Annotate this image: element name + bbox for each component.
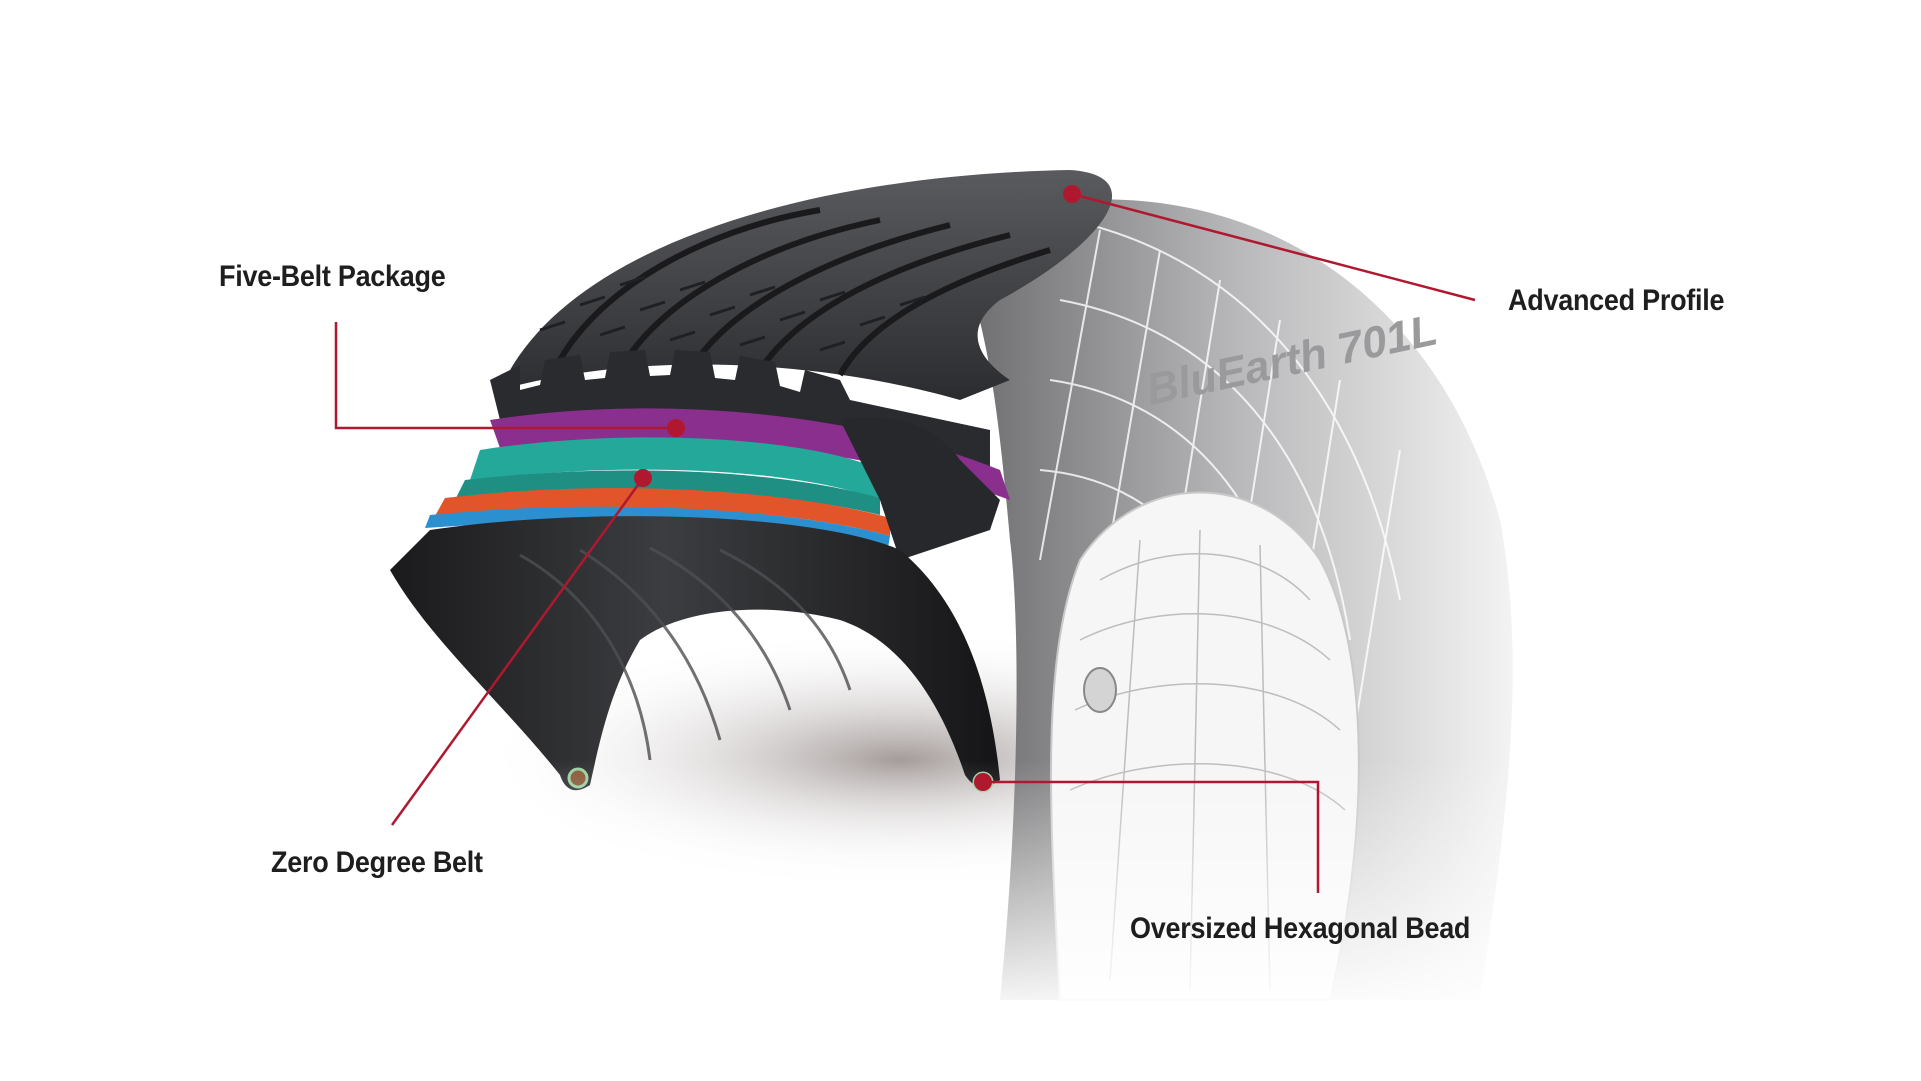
callout-dot-five-belt: [667, 419, 685, 437]
belt-teal-2: [455, 470, 880, 515]
callout-hex-bead: [983, 780, 1320, 893]
callout-dot-advanced-profile: [1063, 185, 1081, 203]
callout-dot-zero-degree: [634, 469, 652, 487]
callout-advanced-profile: [1071, 192, 1476, 302]
tire-inner-liner: [390, 516, 1000, 791]
label-zero-degree-belt: Zero Degree Belt: [271, 846, 483, 879]
callout-five-belt: [334, 322, 676, 430]
label-oversized-hexagonal-bead: Oversized Hexagonal Bead: [1130, 912, 1471, 945]
inner-liner-ribs: [519, 546, 852, 761]
valve-hole: [1083, 667, 1117, 713]
belt-purple: [490, 408, 1010, 500]
tire-tread: [500, 170, 1113, 400]
belt-orange: [435, 488, 890, 536]
belt-blue: [425, 506, 890, 548]
callout-dot-hex-bead: [974, 773, 992, 791]
tread-sipes: [539, 275, 926, 352]
callout-zero-degree: [390, 477, 645, 826]
label-five-belt-package: Five-Belt Package: [219, 260, 446, 293]
shoulder-layers: [840, 417, 1000, 560]
bottom-fade: [350, 760, 1550, 1020]
label-advanced-profile: Advanced Profile: [1508, 284, 1725, 317]
belt-teal: [470, 437, 880, 500]
tread-grooves: [557, 207, 1051, 377]
